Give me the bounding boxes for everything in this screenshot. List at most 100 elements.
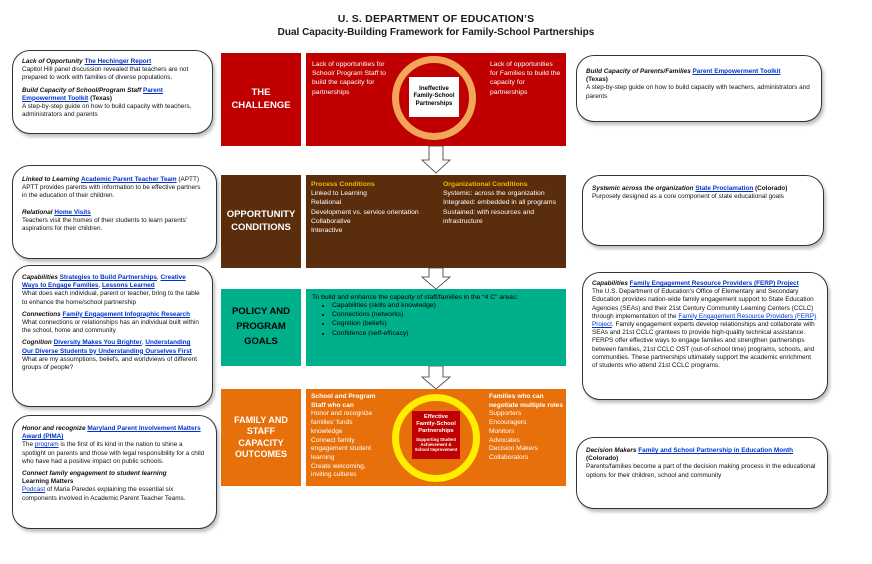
link-pima[interactable]: Maryland Parent Involvement Matters Awar… [22,425,201,441]
process-conditions-title: Process Conditions [311,181,375,188]
staff-outcome-item: Connect family engagement student learni… [311,436,372,461]
policy-label: POLICY AND PROGRAM GOALS [221,289,301,366]
policy-panel: To build and enhance the capacity of sta… [306,289,566,366]
effective-partnerships-subtitle: Supporting Student Achievement & School … [414,436,458,453]
left-box-opportunity: Linked to Learning Academic Parent Teach… [12,165,217,259]
heading: Lack of Opportunity [22,58,83,65]
staff-outcomes-title: School and Program Staff who can [311,393,376,409]
separator: , [98,282,101,290]
link-ferp-project[interactable]: Family Engagement Resource Providers (FE… [629,280,799,287]
right-box-outcomes: Decision Makers Family and School Partne… [576,437,828,509]
body-text: Purposely designed as a core component o… [592,193,784,201]
heading: Capabilities [592,280,628,287]
policy-goals-list: Capabilities (skills and knowledge) Conn… [306,301,436,338]
separator: , [141,339,144,347]
body-text: The [22,441,34,449]
body-text: A step-by-step guide on how to build cap… [22,102,192,119]
heading: Capabilities [22,274,58,281]
process-item: Linked to Learning [311,190,367,198]
opportunity-label-text: OPPORTUNITY CONDITIONS [226,209,296,233]
family-role: Encouragers [489,419,527,427]
tag: (APTT) [178,176,199,183]
right-box-opportunity: Systemic across the organization State P… [582,175,824,246]
staff-outcome-item: Create welcoming, inviting cultures [311,462,366,479]
body-text: The U.S. Department of Education’s Offic… [592,288,814,320]
heading: Build Capacity of Parents/Families [586,68,691,75]
heading: Connections [22,310,61,318]
challenge-right-text: Lack of opportunities for Families to bu… [490,61,561,96]
heading: Systemic across the organization [592,185,694,192]
org-item: Systemic: across the organization [443,190,545,198]
outcomes-panel: School and Program Staff who can Honor a… [306,389,566,486]
down-arrow-2 [420,268,452,290]
link-infographic[interactable]: Family Engagement Infographic Research [62,310,190,318]
outcomes-label-text: FAMILY AND STAFF CAPACITY OUTCOMES [234,415,288,459]
process-item: Collaborative [311,217,351,225]
policy-intro: To build and enhance the capacity of sta… [312,294,519,301]
link-lessons-learned[interactable]: Lessons Learned [102,282,155,290]
org-item: Integrated: embedded in all programs [443,199,556,207]
challenge-label: THE CHALLENGE [221,53,301,146]
link-state-proclamation[interactable]: State Proclamation [695,185,754,192]
body-text: What does each individual, parent or tea… [22,290,200,306]
heading: Honor and recognize [22,425,86,432]
body-text: is the first of its kind in the nation t… [22,441,205,465]
down-arrow-3 [420,366,452,390]
family-outcomes: Families who can negotiate multiple role… [489,393,563,463]
challenge-center-box: Ineffective Family-School Partnerships [409,77,459,117]
link-creative-ways[interactable]: Creative Ways to Engage Families [22,274,186,290]
policy-goal: Confidence (self-efficacy) [332,329,436,338]
link-podcast[interactable]: Podcast [22,486,46,494]
policy-goal: Capabilities (skills and knowledge) [332,301,436,310]
heading: Linked to Learning [22,176,80,183]
challenge-orange-ring [392,56,476,140]
body-text: A step-by-step guide on how to build cap… [586,84,810,100]
process-item: Relational [311,199,342,207]
outcomes-yellow-ring [392,394,480,482]
link-parent-empowerment-toolkit[interactable]: Parent Empowerment Toolkit [692,68,781,75]
state-tag: (Colorado) [755,185,788,192]
left-box-outcomes: Honor and recognize Maryland Parent Invo… [12,415,217,529]
left-box-policy: Capabilities Strategies to Build Partner… [12,265,213,407]
left-box-challenge: Lack of Opportunity The Hechinger Report… [12,50,213,134]
page-title: U. S. DEPARTMENT OF EDUCATION’S [337,13,535,25]
link-aptt[interactable]: Academic Parent Teacher Team [80,176,177,183]
body-text: Teachers visit the homes of their studen… [22,216,187,232]
down-arrow-1 [420,146,452,174]
link-diversity-brighter[interactable]: Diversity Makes You Brighter [53,339,142,347]
state-tag: (Texas) [90,94,112,102]
policy-goal: Connections (networks) [332,310,436,319]
outcomes-center-box: Effective Family-School Partnerships Sup… [412,411,460,459]
heading: Connect family engagement to student lea… [22,469,167,477]
heading: Cognition [22,339,52,347]
challenge-left-text: Lack of opportunities for School/ Progra… [312,61,386,96]
link-strategies[interactable]: Strategies to Build Partnerships [59,274,157,281]
link-home-visits[interactable]: Home Visits [54,208,91,216]
org-item: Sustained: with resources and infrastruc… [443,208,535,225]
right-box-policy: Capabilities Family Engagement Resource … [582,272,828,400]
link-hechinger-report[interactable]: The Hechinger Report [84,58,152,65]
heading: Build Capacity of School/Program Staff [22,86,142,94]
body-text: Capitol Hill panel discussion revealed t… [22,66,189,82]
process-conditions: Process Conditions Linked to Learning Re… [311,180,441,235]
opportunity-panel: Process Conditions Linked to Learning Re… [306,175,566,268]
state-tag: (Colorado) [586,455,619,463]
policy-goal: Cognition (beliefs) [332,319,436,328]
body-text: of Maria Paredes explaining the essentia… [22,486,186,502]
right-box-challenge: Build Capacity of Parents/Families Paren… [576,55,822,122]
body-text: What connections or relationships has an… [22,318,199,335]
link-understanding-students[interactable]: Understanding Our Diverse Students by Un… [22,339,192,355]
family-role: Decision Makers [489,445,538,453]
family-role: Collaborators [489,453,529,461]
process-item: Interactive [311,226,343,234]
link-partnership-month[interactable]: Family and School Partnership in Educati… [638,447,794,454]
family-outcomes-title: Families who can negotiate multiple role… [489,393,564,409]
organizational-conditions: Organizational Conditions Systemic: acro… [443,180,563,226]
challenge-label-text: THE CHALLENGE [231,87,291,111]
body-text: Parents/families become a part of the de… [586,463,816,479]
link-ferp-project-2[interactable]: Family Engagement Resource Providers (FE… [592,312,817,328]
link-parent-empowerment-toolkit[interactable]: Parent Empowerment Toolkit [22,86,163,102]
staff-outcome-item: Honor and recognize families’ funds know… [311,410,373,435]
policy-label-text: POLICY AND PROGRAM GOALS [231,306,291,347]
link-program[interactable]: program [34,441,59,449]
